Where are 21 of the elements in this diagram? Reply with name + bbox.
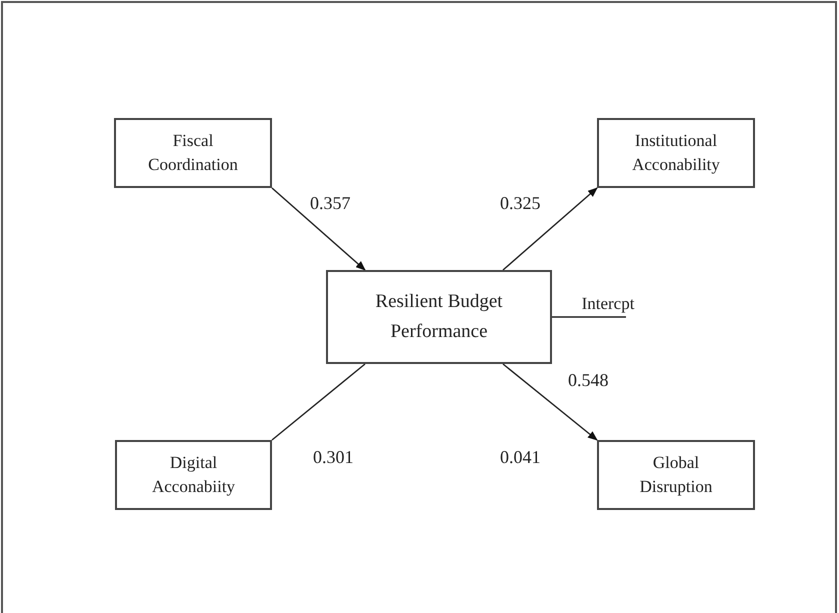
variable-box [597,118,755,188]
node-label: Resilient Budget Performance [374,290,504,344]
edge-label: 0.325 [500,194,540,212]
arrow [502,187,598,271]
edge-label: 0.357 [310,194,350,212]
edge-label: 0.041 [500,448,540,466]
node-label: Institutional Acconability [631,130,721,176]
connector-line [272,363,366,441]
edge-label: 0.301 [313,448,354,466]
variable-box [597,440,755,510]
intercept-label: Intercpt [582,292,634,315]
coefficient-label: 0.548 [568,371,608,389]
arrow [272,187,366,271]
arrow [502,363,598,441]
variable-box [115,440,272,510]
variable-box [114,118,272,188]
node-label: Global Disruption [638,452,714,498]
variable-box [326,270,552,364]
node-label: Fiscal Coordination [147,130,239,176]
connector-line [552,316,626,318]
node-label: Digital Acconabiity [150,452,236,498]
